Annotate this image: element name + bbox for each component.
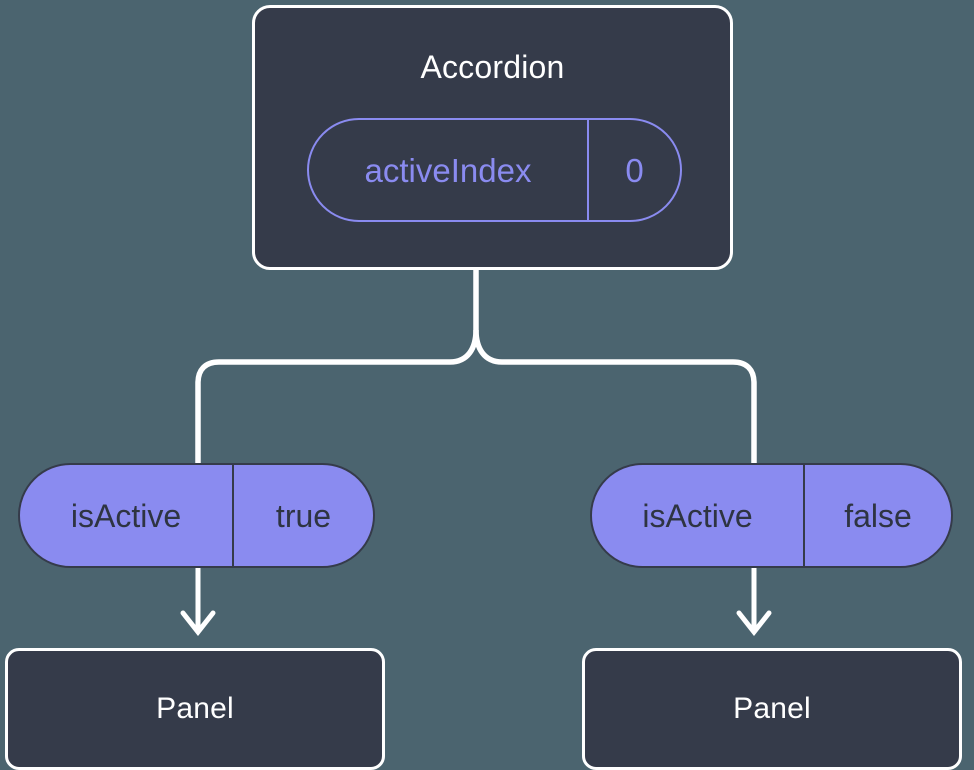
state-pill-key: activeIndex <box>309 120 589 220</box>
node-panel-left[interactable]: Panel <box>5 648 385 770</box>
prop-pill-is-active-false[interactable]: isActive false <box>590 463 953 568</box>
node-accordion-title: Accordion <box>420 49 565 85</box>
prop-pill-left-key: isActive <box>70 497 182 534</box>
state-pill-value: 0 <box>625 151 644 189</box>
prop-pill-left-value: true <box>232 465 373 566</box>
arrow-left-pill-to-panel <box>180 568 216 637</box>
arrow-right-pill-to-panel <box>736 568 772 637</box>
prop-pill-right-key: isActive <box>642 497 753 534</box>
prop-pill-is-active-true[interactable]: isActive true <box>18 463 375 568</box>
node-panel-right[interactable]: Panel <box>582 648 962 770</box>
connector-branch-right <box>473 329 757 463</box>
node-panel-right-title: Panel <box>733 692 811 725</box>
state-pill-active-index[interactable]: activeIndex 0 <box>307 118 682 222</box>
prop-pill-right-value: false <box>803 465 951 566</box>
connector-branch-left <box>195 329 479 463</box>
node-panel-left-title: Panel <box>156 692 234 725</box>
